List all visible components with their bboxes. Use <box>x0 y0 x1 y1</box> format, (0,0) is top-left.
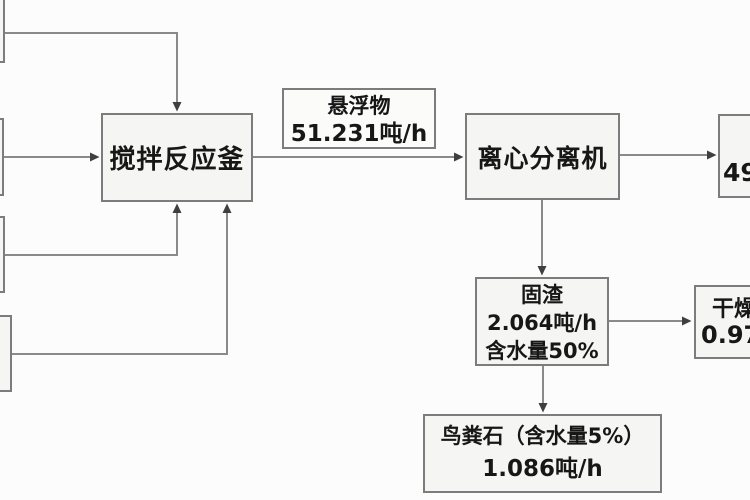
struvite-title: 鸟粪石（含水量5%） <box>440 424 645 448</box>
suspension-rate: 51.231吨/h <box>290 121 428 147</box>
right-partial-node: 49 <box>718 114 750 198</box>
input-box-4 <box>0 315 12 392</box>
input-box-2 <box>0 118 4 196</box>
reactor-label: 搅拌反应釜 <box>109 145 245 175</box>
suspension-title: 悬浮物 <box>327 94 391 118</box>
struvite-rate: 1.086吨/h <box>482 456 603 482</box>
separator-label: 离心分离机 <box>477 143 608 173</box>
input-box-3 <box>0 216 5 293</box>
suspension-flow-label: 悬浮物 51.231吨/h <box>282 88 436 149</box>
solid-residue-rate: 2.064吨/h <box>486 311 598 335</box>
drying-value: 0.97 <box>701 321 750 349</box>
reactor-node: 搅拌反应釜 <box>101 113 253 202</box>
struvite-node: 鸟粪石（含水量5%） 1.086吨/h <box>423 414 662 493</box>
separator-node: 离心分离机 <box>465 113 620 200</box>
solid-residue-moisture: 含水量50% <box>485 339 599 363</box>
drying-partial-node: 干燥 0.97 <box>694 285 750 359</box>
solid-residue-title: 固渣 <box>521 283 563 307</box>
right-partial-value: 49 <box>723 158 750 187</box>
drying-title: 干燥 <box>712 297 750 322</box>
input-box-1 <box>0 0 5 63</box>
solid-residue-node: 固渣 2.064吨/h 含水量50% <box>475 277 609 366</box>
